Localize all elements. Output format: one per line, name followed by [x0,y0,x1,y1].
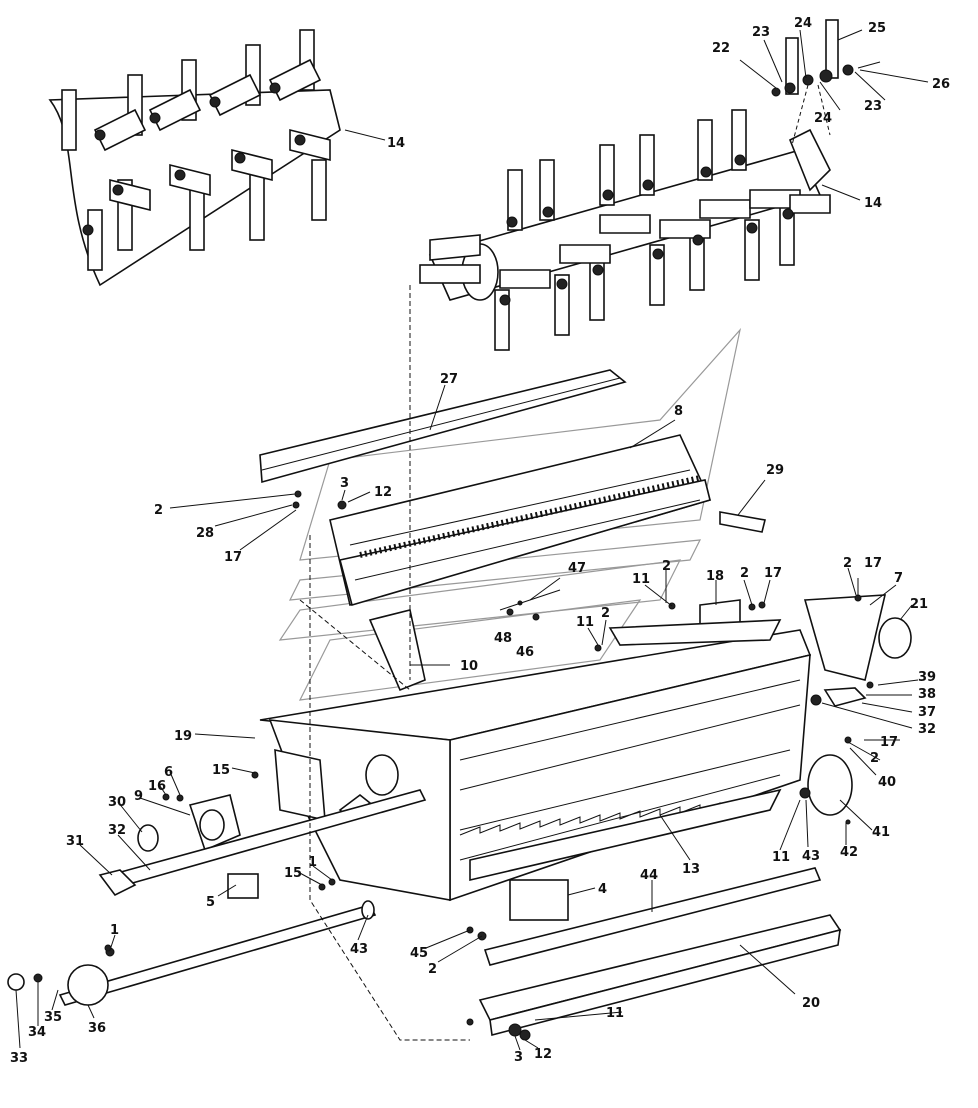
label-27: 27 [440,372,458,387]
label-39: 39 [918,670,936,685]
label-18: 18 [706,569,724,584]
concave-grate [329,434,712,607]
label-3-b: 3 [514,1050,523,1065]
side-brackets [274,594,912,822]
label-45: 45 [410,946,428,961]
label-40: 40 [878,775,896,790]
label-2-e: 2 [601,606,610,621]
rotor-shaft-left [48,29,341,287]
label-17-b: 17 [764,566,782,581]
label-2-d: 2 [843,556,852,571]
label-46: 46 [516,645,534,660]
guide-lines [299,285,470,1041]
label-6: 6 [164,765,173,780]
label-47: 47 [568,561,586,576]
watermark [278,327,742,701]
lower-shafts [7,789,427,1006]
label-1-b: 1 [110,923,119,938]
label-23: 23 [752,25,770,40]
label-43-b: 43 [350,942,368,957]
top-channel [259,369,627,484]
label-34: 34 [28,1025,46,1040]
hopper-housing [259,629,812,921]
label-43: 43 [802,849,820,864]
label-48: 48 [494,631,512,646]
label-26: 26 [932,77,950,92]
label-2-c: 2 [740,566,749,581]
label-2: 2 [154,503,163,518]
label-24: 24 [794,16,812,31]
label-9: 9 [134,789,143,804]
label-17-c: 17 [864,556,882,571]
leader-lines [15,29,929,1051]
label-21: 21 [910,597,928,612]
bearing-left [137,754,399,899]
label-11-c: 11 [772,850,790,865]
label-5: 5 [206,895,215,910]
label-42: 42 [840,845,858,860]
label-15: 15 [212,763,230,778]
label-11-b: 11 [576,615,594,630]
label-30: 30 [108,795,126,810]
label-2-g: 2 [428,962,437,977]
label-24-b: 24 [814,111,832,126]
label-17-d: 17 [880,735,898,750]
label-32: 32 [918,722,936,737]
label-31: 31 [66,834,84,849]
label-32-b: 32 [108,823,126,838]
label-23-b: 23 [864,99,882,114]
rotor-shaft-right [419,19,881,351]
label-37: 37 [918,705,936,720]
label-14-b: 14 [864,196,882,211]
label-12-b: 12 [534,1047,552,1062]
label-2-b: 2 [662,559,671,574]
label-41: 41 [872,825,890,840]
label-7: 7 [894,571,903,586]
label-36: 36 [88,1021,106,1036]
label-44: 44 [640,868,658,883]
label-22: 22 [712,41,730,56]
label-14: 14 [387,136,405,151]
label-38: 38 [918,687,936,702]
label-16: 16 [148,779,166,794]
fasteners [104,490,874,1041]
label-17: 17 [224,550,242,565]
label-13: 13 [682,862,700,877]
label-2-f: 2 [870,751,879,766]
label-11-d: 11 [606,1006,624,1021]
label-19: 19 [174,729,192,744]
label-12: 12 [374,485,392,500]
label-15-b: 15 [284,866,302,881]
label-10: 10 [460,659,478,674]
label-1: 1 [308,855,317,870]
label-33: 33 [10,1051,28,1066]
label-4: 4 [598,882,607,897]
label-8: 8 [674,404,683,419]
callout-labels: 14 22 23 24 25 26 23 24 14 27 8 29 2 3 1… [10,16,950,1066]
label-3: 3 [340,476,349,491]
cover-strip [719,511,766,533]
label-11: 11 [632,572,650,587]
label-28: 28 [196,526,214,541]
label-29: 29 [766,463,784,478]
label-35: 35 [44,1010,62,1025]
label-20: 20 [802,996,820,1011]
label-25: 25 [868,21,886,36]
